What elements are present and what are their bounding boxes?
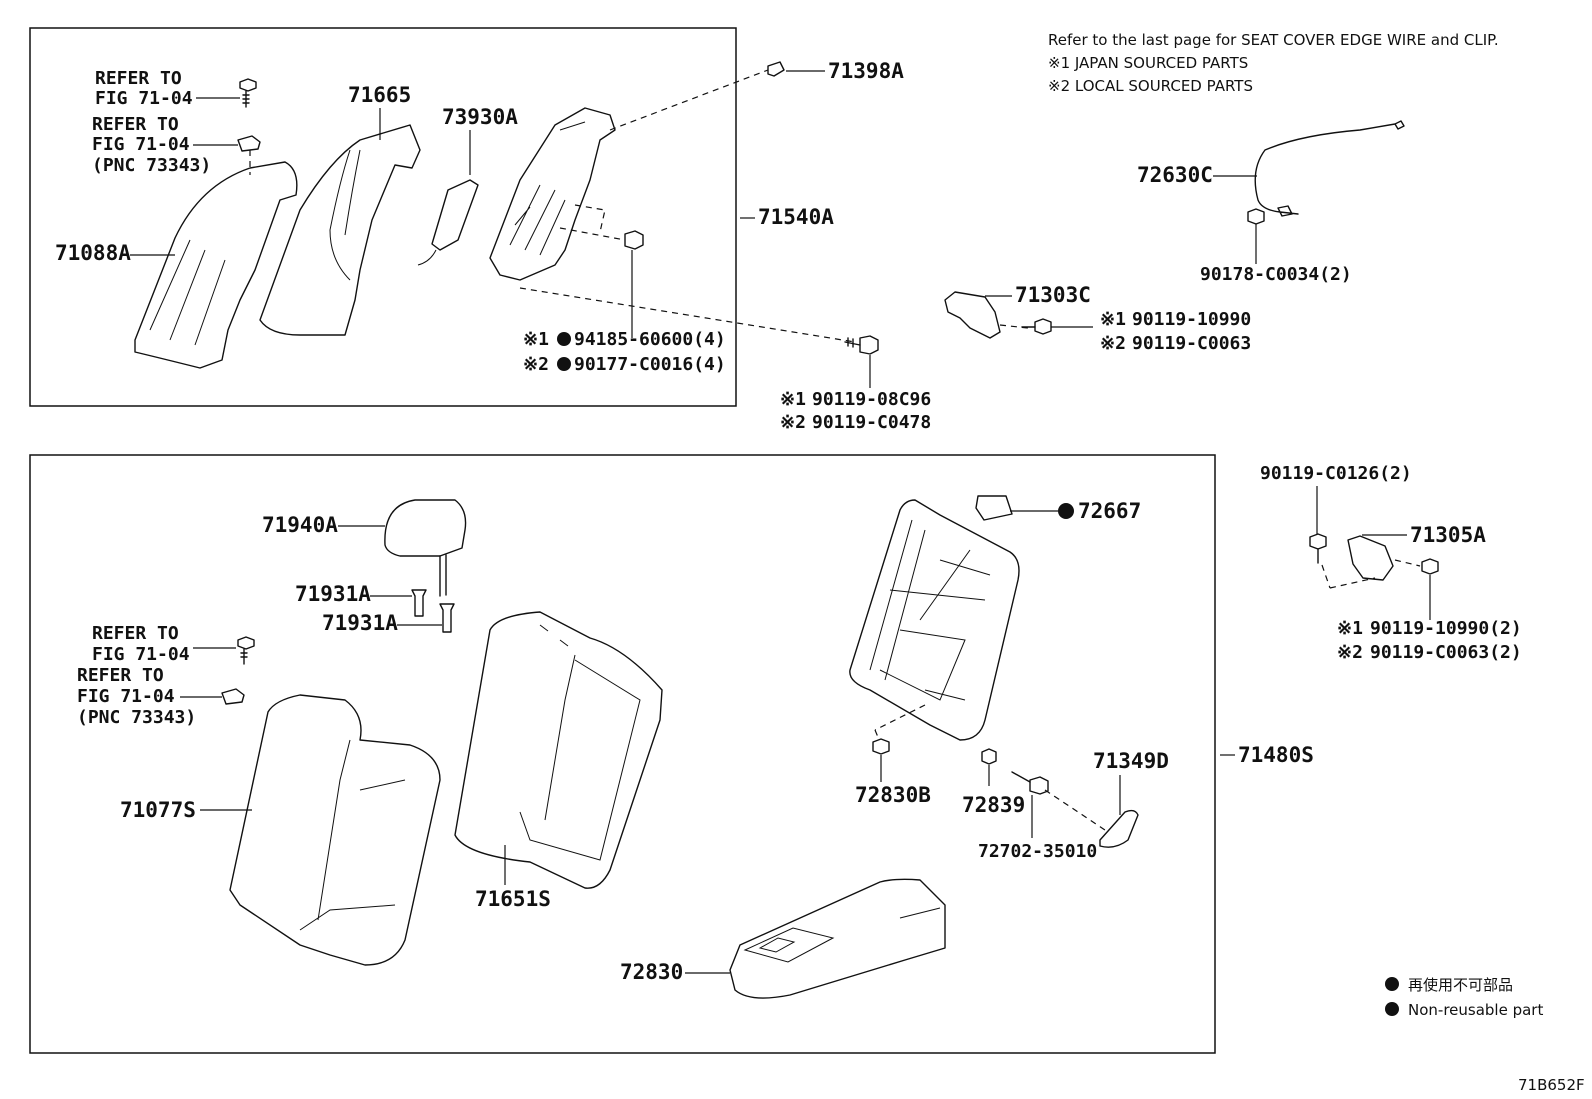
bolt-icon-71305A — [1421, 558, 1439, 575]
bolt-icon-08C96 — [844, 335, 879, 355]
label-71088A: 71088A — [55, 241, 131, 265]
part-nut-94185 — [624, 230, 644, 250]
part-72667-clip — [975, 495, 1013, 521]
bolt-icon-bottom — [237, 636, 255, 665]
part-71480S-frame — [849, 499, 1020, 741]
label-72630C: 72630C — [1137, 163, 1213, 187]
part-71665-cover — [259, 124, 421, 336]
part-71088A-pad — [134, 161, 298, 369]
label-71480S: 71480S — [1238, 743, 1314, 767]
mark-2-C0063-2: ※2 — [1337, 642, 1363, 663]
label-90119-C0063: 90119-C0063 — [1132, 333, 1251, 354]
part-71540A-frame — [489, 107, 616, 281]
mark-2-C0063: ※2 — [1100, 333, 1126, 354]
label-71931A-1: 71931A — [295, 582, 371, 606]
top-group-frame — [29, 27, 737, 407]
label-73930A: 73930A — [442, 105, 518, 129]
refer-pnc-2: (PNC 73343) — [92, 155, 211, 176]
part-72630C-cable — [1254, 120, 1405, 217]
part-71305A-bracket — [1347, 535, 1394, 581]
label-90177: 90177-C0016(4) — [574, 354, 726, 375]
note-japan-sourced: ※1 JAPAN SOURCED PARTS — [1048, 54, 1248, 72]
refer-pnc-4: (PNC 73343) — [77, 707, 196, 728]
label-71349D: 71349D — [1093, 749, 1169, 773]
legend-en: Non-reusable part — [1408, 1001, 1543, 1019]
mark-1-94185: ※1 — [523, 329, 549, 350]
bolt-icon-71303C — [1021, 318, 1052, 335]
clip-icon-bottom — [221, 688, 245, 705]
label-90178: 90178-C0034(2) — [1200, 264, 1352, 285]
label-71931A-2: 71931A — [322, 611, 398, 635]
label-71398A: 71398A — [828, 59, 904, 83]
label-71305A: 71305A — [1410, 523, 1486, 547]
label-72839: 72839 — [962, 793, 1025, 817]
mark-1-08C96: ※1 — [780, 389, 806, 410]
note-refer-last-page: Refer to the last page for SEAT COVER ED… — [1048, 31, 1499, 49]
part-72830B-nut — [872, 738, 890, 755]
part-71931A-guide-2 — [439, 603, 455, 633]
label-71540A: 71540A — [758, 205, 834, 229]
refer-label-2: REFER TO — [92, 114, 179, 135]
part-71077S-cover — [229, 694, 441, 966]
mark-1-10990: ※1 — [1100, 309, 1126, 330]
part-71931A-guide-1 — [411, 589, 427, 617]
label-71940A: 71940A — [262, 513, 338, 537]
refer-fig-1: FIG 71-04 — [95, 88, 193, 109]
figure-code: 71B652F — [1518, 1076, 1585, 1094]
label-72702: 72702-35010 — [978, 841, 1097, 862]
label-71077S: 71077S — [120, 798, 196, 822]
part-71303C-bracket — [944, 291, 1001, 339]
part-71398A-clip — [767, 61, 785, 77]
label-71651S: 71651S — [475, 887, 551, 911]
label-71665: 71665 — [348, 83, 411, 107]
bolt-icon-72702 — [1011, 771, 1049, 795]
label-72830: 72830 — [620, 960, 683, 984]
bottom-group-frame — [29, 454, 1216, 1054]
label-90119-C0478: 90119-C0478 — [812, 412, 931, 433]
part-72830-armrest — [729, 878, 946, 999]
refer-fig-3: FIG 71-04 — [92, 644, 190, 665]
refer-fig-2: FIG 71-04 — [92, 134, 190, 155]
mark-2-C0478: ※2 — [780, 412, 806, 433]
part-90178-nut — [1247, 208, 1265, 225]
label-72667: 72667 — [1078, 499, 1141, 523]
part-71651S-pad — [454, 611, 663, 889]
refer-fig-4: FIG 71-04 — [77, 686, 175, 707]
refer-label-4: REFER TO — [77, 665, 164, 686]
label-90119-C0126: 90119-C0126(2) — [1260, 463, 1412, 484]
refer-label-3: REFER TO — [92, 623, 179, 644]
label-90119-10990-2: 90119-10990(2) — [1370, 618, 1522, 639]
bolt-icon-C0126 — [1309, 533, 1327, 564]
label-90119-C0063-2: 90119-C0063(2) — [1370, 642, 1522, 663]
legend-jp: 再使用不可部品 — [1408, 976, 1513, 994]
part-71940A-headrest — [384, 499, 467, 557]
mark-2-90177: ※2 — [523, 354, 549, 375]
label-90119-10990: 90119-10990 — [1132, 309, 1251, 330]
clip-icon-top — [237, 135, 261, 152]
part-73930A-module — [431, 179, 479, 251]
label-94185: 94185-60600(4) — [574, 329, 726, 350]
label-71303C: 71303C — [1015, 283, 1091, 307]
note-local-sourced: ※2 LOCAL SOURCED PARTS — [1048, 77, 1253, 95]
refer-label-1: REFER TO — [95, 68, 182, 89]
bolt-icon-top — [239, 78, 257, 108]
part-72839-nut — [981, 748, 997, 765]
part-71349D-cover — [1099, 809, 1139, 848]
label-72830B: 72830B — [855, 783, 931, 807]
label-90119-08C96: 90119-08C96 — [812, 389, 931, 410]
mark-1-10990-2: ※1 — [1337, 618, 1363, 639]
